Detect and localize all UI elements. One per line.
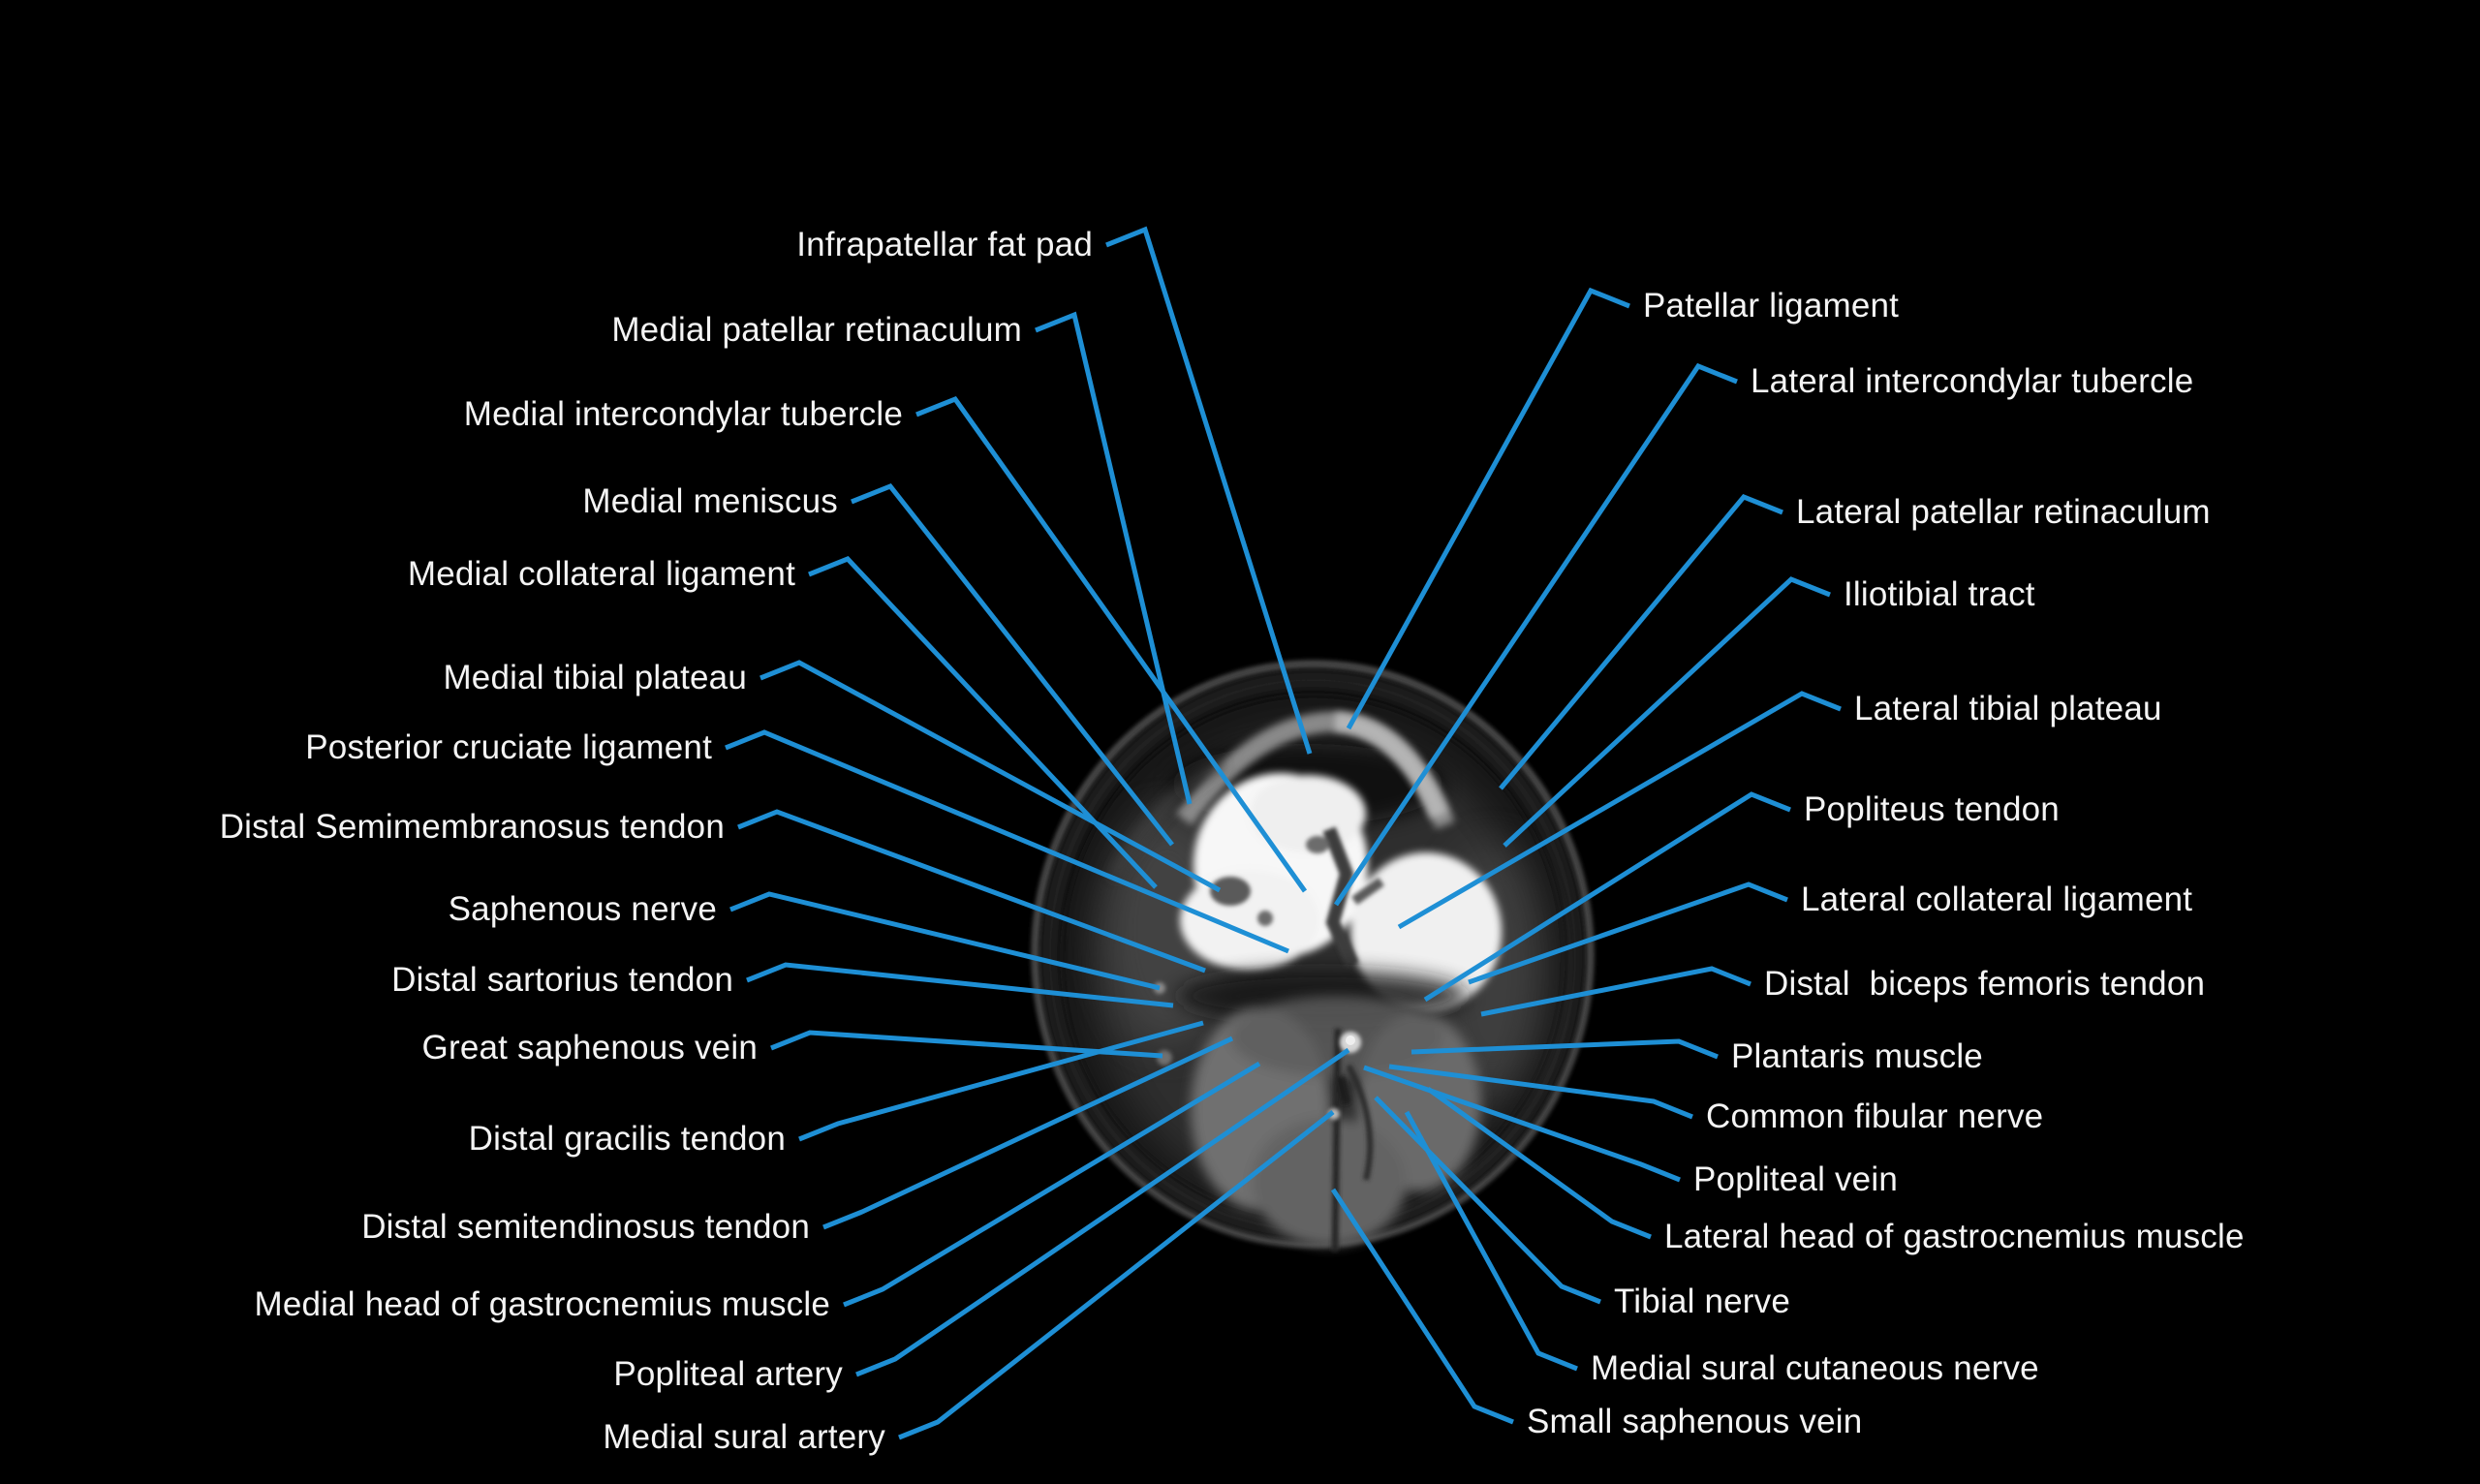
scan-plateau-speck [1257, 911, 1273, 926]
scan-posterior-cleft [1336, 1076, 1351, 1105]
scan-top-nick [1306, 836, 1329, 853]
anatomy-label-iliotibial-tract: Iliotibial tract [1844, 575, 2035, 613]
scan-bone-tibial-plateau [1180, 773, 1502, 1011]
anatomy-label-distal-semitendinosus-tendon: Distal semitendinosus tendon [361, 1208, 810, 1246]
leader-line-distal-semimembranosus-tendon [737, 809, 1206, 974]
scan-eminence-cleft [1351, 877, 1384, 906]
leader-line-infrapatellar-fat-pad [1105, 226, 1313, 755]
leader-line-medial-patellar-retinaculum [1035, 311, 1193, 805]
leader-line-medial-meniscus [851, 482, 1174, 847]
anatomy-label-medial-meniscus: Medial meniscus [582, 482, 838, 520]
anatomy-label-distal-semimembranosus-tendon: Distal Semimembranosus tendon [219, 808, 725, 846]
anatomy-label-tibial-nerve: Tibial nerve [1614, 1283, 1791, 1320]
leader-line-distal-gracilis-tendon [798, 1020, 1204, 1142]
leader-line-popliteal-vein [1363, 1065, 1681, 1183]
leader-line-popliteus-tendon [1423, 791, 1791, 1003]
anatomy-label-lateral-head-of-gastrocnemius-muscle: Lateral head of gastrocnemius muscle [1664, 1218, 2245, 1255]
scan-posterior-lobe [1252, 1118, 1407, 1246]
anatomy-label-saphenous-nerve: Saphenous nerve [448, 890, 717, 928]
leader-line-common-fibular-nerve [1388, 1064, 1693, 1120]
leader-line-lateral-tibial-plateau [1397, 691, 1842, 930]
leader-line-tibial-nerve [1374, 1096, 1601, 1305]
leader-line-medial-sural-cutaneous-nerve [1404, 1110, 1578, 1372]
anatomy-label-posterior-cruciate-ligament: Posterior cruciate ligament [305, 728, 712, 766]
leader-line-distal-semitendinosus-tendon [822, 1036, 1234, 1230]
leader-line-distal-sartorius-tendon [746, 962, 1174, 1008]
leader-line-small-saphenous-vein [1330, 1188, 1514, 1425]
leader-line-lateral-collateral-ligament [1468, 881, 1788, 985]
anatomy-label-medial-patellar-retinaculum: Medial patellar retinaculum [611, 311, 1022, 349]
anatomy-label-distal-sartorius-tendon: Distal sartorius tendon [391, 961, 733, 999]
knee-axial-scan [1031, 660, 1595, 1252]
scan-muscle-septa [1331, 1028, 1374, 1252]
leader-line-medial-tibial-plateau [760, 660, 1222, 893]
anatomy-label-medial-intercondylar-tubercle: Medial intercondylar tubercle [463, 395, 903, 433]
leader-line-medial-sural-artery [898, 1110, 1335, 1440]
scan-midline-septum [1331, 1028, 1342, 1252]
scan-popliteal-artery-core [1346, 1036, 1355, 1045]
anatomy-label-small-saphenous-vein: Small saphenous vein [1527, 1403, 1863, 1440]
anatomy-label-lateral-collateral-ligament: Lateral collateral ligament [1801, 881, 2193, 918]
leader-line-lateral-patellar-retinaculum [1499, 494, 1783, 790]
leader-line-popliteal-artery [855, 1047, 1350, 1377]
leader-line-medial-intercondylar-tubercle [915, 395, 1308, 893]
anatomy-label-medial-sural-artery: Medial sural artery [603, 1418, 885, 1456]
leader-line-medial-head-of-gastrocnemius-muscle [843, 1061, 1261, 1308]
leader-line-posterior-cruciate-ligament [725, 729, 1289, 954]
scan-medial-plateau-spot [1210, 877, 1251, 906]
anatomy-label-medial-sural-cutaneous-nerve: Medial sural cutaneous nerve [1591, 1349, 2039, 1387]
leader-line-distal-biceps-femoris-tendon [1480, 966, 1752, 1017]
leader-line-plantaris-muscle [1410, 1038, 1719, 1060]
anatomy-label-patellar-ligament: Patellar ligament [1643, 287, 1900, 325]
leader-line-lateral-intercondylar-tubercle [1333, 362, 1738, 907]
scan-oblique-septum [1346, 1064, 1374, 1181]
anatomy-label-distal-biceps-femoris-tendon: Distal biceps femoris tendon [1764, 965, 2206, 1003]
leader-line-patellar-ligament [1346, 287, 1630, 730]
anatomy-label-great-saphenous-vein: Great saphenous vein [421, 1029, 758, 1067]
anatomy-label-medial-head-of-gastrocnemius-muscle: Medial head of gastrocnemius muscle [254, 1285, 830, 1323]
anatomy-label-distal-gracilis-tendon: Distal gracilis tendon [468, 1120, 786, 1158]
anatomy-label-lateral-patellar-retinaculum: Lateral patellar retinaculum [1796, 493, 2211, 531]
leader-line-saphenous-nerve [729, 891, 1161, 991]
anatomy-label-popliteal-vein: Popliteal vein [1693, 1160, 1898, 1198]
anatomy-label-plantaris-muscle: Plantaris muscle [1731, 1037, 1983, 1075]
anatomy-label-medial-collateral-ligament: Medial collateral ligament [407, 555, 795, 593]
anatomy-label-lateral-intercondylar-tubercle: Lateral intercondylar tubercle [1751, 362, 2194, 400]
anatomy-label-medial-tibial-plateau: Medial tibial plateau [443, 659, 747, 696]
anatomy-label-common-fibular-nerve: Common fibular nerve [1706, 1098, 2044, 1135]
leader-lines-layer [725, 226, 1842, 1440]
anatomy-label-popliteus-tendon: Popliteus tendon [1804, 790, 2060, 828]
anatomy-label-infrapatellar-fat-pad: Infrapatellar fat pad [796, 226, 1093, 263]
leader-line-lateral-head-of-gastrocnemius-muscle [1426, 1086, 1652, 1240]
anatomy-label-lateral-tibial-plateau: Lateral tibial plateau [1854, 690, 2162, 727]
anatomy-label-popliteal-artery: Popliteal artery [613, 1355, 843, 1393]
leader-line-medial-collateral-ligament [808, 556, 1158, 889]
leader-line-iliotibial-tract [1503, 576, 1831, 848]
leader-line-great-saphenous-vein [770, 1030, 1163, 1059]
